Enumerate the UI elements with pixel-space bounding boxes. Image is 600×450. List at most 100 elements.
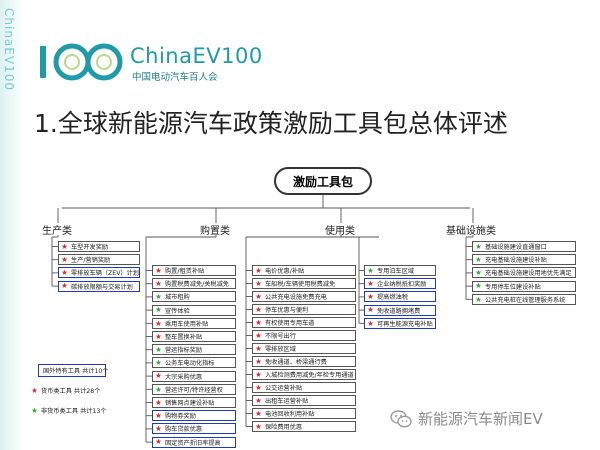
tool-item: ★公务车电动化指标 — [152, 357, 236, 369]
tool-item-label: 电池回收利用补贴 — [265, 411, 315, 418]
tool-item: ★电价优惠/补贴 — [252, 265, 356, 276]
tool-item: ★销售网点建设补贴 — [152, 397, 236, 408]
tool-item: ★碳排放限额与交易计划 — [58, 280, 140, 292]
page-title: 1.全球新能源汽车政策激励工具包总体评述 — [34, 109, 508, 138]
tool-item-label: 电价优惠/补贴 — [265, 268, 305, 275]
tool-item-label: 充电基础设施建设用地优先满足 — [485, 270, 572, 278]
tool-item: ★公共充电桩在线管理服务系统 — [472, 293, 576, 305]
tool-item-label: 整车置换补贴 — [165, 334, 203, 341]
tool-item-label: 入城检测费用减免/年检专用通道 — [265, 372, 354, 379]
red-star-icon: ★ — [155, 278, 162, 288]
green-star-icon: ★ — [367, 265, 374, 275]
red-star-icon: ★ — [255, 278, 262, 288]
red-star-icon: ★ — [31, 385, 38, 395]
red-star-icon: ★ — [255, 317, 262, 327]
tool-item: ★充电基础设施建设用地优先满足 — [472, 267, 576, 279]
tool-item: ★车船税/车辆使用税费减免 — [252, 278, 356, 289]
tool-item-label: 保险费用优惠 — [265, 424, 303, 431]
tool-item-label: 购物券奖励 — [165, 413, 196, 421]
tool-item: ★电池回收利用补贴 — [252, 408, 356, 419]
red-star-icon: ★ — [155, 424, 162, 434]
red-star-icon: ★ — [61, 254, 68, 264]
tool-item-label: 零排放区域 — [265, 346, 296, 353]
green-star-icon: ★ — [155, 292, 162, 302]
red-star-icon: ★ — [155, 397, 162, 407]
tool-item: ★入城检测费用减免/年检专用通道 — [252, 369, 356, 380]
tool-item-label: 可再生能源充电补贴 — [377, 320, 433, 328]
tool-item: ★出租车运营补贴 — [252, 395, 356, 406]
red-star-icon: ★ — [367, 278, 374, 288]
legend-non-monetary: ★ 非货币类工具 共计13个 — [30, 404, 107, 417]
green-star-icon: ★ — [475, 294, 482, 304]
tool-item-label: 停车优惠与便利 — [265, 307, 309, 314]
tool-item: ★可再生能源充电补贴 — [364, 317, 436, 329]
red-star-icon: ★ — [255, 343, 262, 353]
red-star-icon: ★ — [155, 265, 162, 275]
tool-item: ★宣传体验 — [152, 304, 236, 316]
tool-item: ★营运许可/特许经营权 — [152, 383, 236, 395]
diagram-root: 激励工具包 — [274, 167, 372, 195]
green-star-icon: ★ — [31, 405, 38, 415]
tool-item: ★购置/租赁补贴 — [152, 265, 236, 276]
red-star-icon: ★ — [255, 330, 262, 340]
tool-item-label: 宣传体验 — [165, 307, 190, 315]
tool-item: ★城市租购 — [152, 291, 236, 303]
red-star-icon: ★ — [155, 410, 162, 420]
red-star-icon: ★ — [255, 265, 262, 275]
tool-item: ★营运指标奖励 — [152, 344, 236, 356]
red-star-icon: ★ — [255, 408, 262, 418]
tool-item: ★生产/营销奖励 — [58, 254, 140, 266]
legend-foreign-label: 国外特有工具 共计10个 — [43, 368, 109, 375]
tool-item-label: 生产/营销奖励 — [71, 257, 111, 265]
red-star-icon: ★ — [255, 291, 262, 301]
tool-item-label: 专用泊车区域 — [377, 268, 415, 275]
tool-item-label: 企业纳税抵扣奖励 — [377, 281, 427, 289]
category-label: 基础设施类 — [446, 226, 496, 237]
tool-item: ★免收道路拥堵费 — [364, 304, 436, 316]
tool-item: ★基础设施建设直通窗口 — [472, 241, 576, 252]
tool-item-label: 提高燃油税 — [377, 294, 408, 302]
tool-item: ★车型开发奖励 — [58, 241, 140, 252]
tool-item-label: 专用停车位建设补贴 — [485, 283, 541, 291]
tool-item-label: 零排放车辆（ZEV）计划 — [70, 270, 139, 278]
tool-item-label: 乘用车使用补贴 — [165, 320, 209, 328]
tool-item-label: 购置税费减免/关税减免 — [165, 281, 229, 289]
tool-item-label: 购车贷款优惠 — [165, 426, 203, 434]
tool-item-label: 出租车运营补贴 — [265, 398, 309, 405]
tool-item: ★保险费用优惠 — [252, 421, 356, 432]
legend-non-monetary-label: 非货币类工具 共计13个 — [41, 408, 107, 415]
tool-item: ★购置税费减免/关税减免 — [152, 278, 236, 290]
red-star-icon: ★ — [255, 369, 262, 379]
tool-item: ★整车置换补贴 — [152, 331, 236, 342]
green-star-icon: ★ — [155, 384, 162, 394]
tool-item-label: 大宗采购优惠 — [165, 373, 203, 381]
red-star-icon: ★ — [255, 304, 262, 314]
sidebar-strip: ChinaEV100 — [0, 0, 24, 450]
tool-item-label: 碳排放限额与交易计划 — [71, 283, 133, 291]
brand-name: ChinaEV100 — [130, 44, 263, 68]
tool-item-label: 充电基础设施建设补贴 — [485, 257, 547, 265]
green-star-icon: ★ — [155, 305, 162, 315]
tool-item-label: 固定资产折旧率提高 — [165, 439, 221, 447]
category-label: 生产类 — [42, 226, 72, 237]
tool-item-label: 公共充电桩在线管理服务系统 — [485, 296, 566, 304]
red-star-icon: ★ — [255, 356, 262, 366]
green-star-icon: ★ — [155, 358, 162, 368]
tool-item: ★不限号出行 — [252, 330, 356, 341]
tool-item-label: 城市租购 — [165, 294, 190, 302]
red-star-icon: ★ — [155, 437, 162, 447]
red-star-icon: ★ — [255, 421, 262, 431]
tool-item-label: 公交运营补贴 — [265, 385, 303, 392]
tool-item: ★购车贷款优惠 — [152, 423, 236, 435]
red-star-icon: ★ — [255, 395, 262, 405]
tool-item: ★有权使用专用车道 — [252, 317, 356, 328]
brand-subtitle: 中国电动汽车百人会 — [132, 72, 218, 83]
tool-item-label: 营运许可/特许经营权 — [165, 386, 223, 394]
tool-item: ★公交运营补贴 — [252, 382, 356, 393]
tool-item: ★充电基础设施建设补贴 — [472, 254, 576, 266]
green-star-icon: ★ — [475, 254, 482, 264]
tool-item-label: 免收通道、桥梁通行费 — [265, 359, 327, 366]
tool-item: ★公共充电设施免费充电 — [252, 291, 356, 302]
